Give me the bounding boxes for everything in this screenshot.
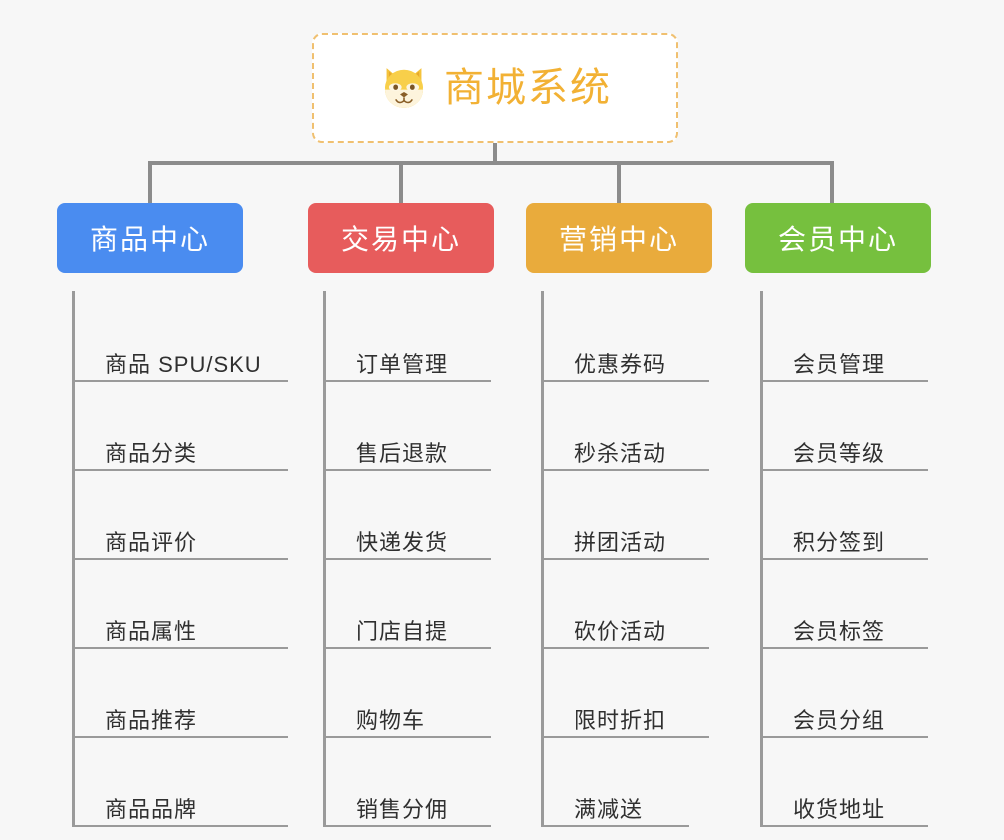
connector-drop-1 — [148, 161, 152, 205]
connector-horizontal-bus — [148, 161, 834, 165]
list-item[interactable]: 售后退款 — [326, 382, 494, 471]
list-item-label: 会员标签 — [793, 618, 886, 644]
list-item-label: 销售分佣 — [356, 796, 449, 822]
branch-column-trade-center: 交易中心 订单管理 售后退款 快递发货 门店自提 — [308, 203, 494, 827]
connector-drop-2 — [399, 161, 403, 205]
shiba-dog-face-icon — [384, 68, 424, 108]
list-item-label: 门店自提 — [356, 618, 449, 644]
branch-item-list: 订单管理 售后退款 快递发货 门店自提 购物车 — [323, 291, 494, 827]
list-item-underline — [544, 469, 709, 471]
list-item[interactable]: 快递发货 — [326, 471, 494, 560]
connector-root-stem — [493, 143, 497, 165]
list-item-label: 购物车 — [356, 707, 426, 733]
list-item-underline — [544, 736, 709, 738]
root-node-shop-system[interactable]: 商城系统 — [312, 33, 678, 143]
list-item[interactable]: 优惠券码 — [544, 293, 712, 382]
list-item[interactable]: 会员标签 — [763, 560, 931, 649]
list-item-underline — [763, 825, 928, 827]
list-item[interactable]: 商品品牌 — [75, 738, 288, 827]
list-item-label: 商品推荐 — [105, 707, 198, 733]
list-item-underline — [763, 469, 928, 471]
list-item-underline — [75, 647, 288, 649]
list-item-label: 商品分类 — [105, 440, 198, 466]
list-item[interactable]: 销售分佣 — [326, 738, 494, 827]
branch-item-list: 商品 SPU/SKU 商品分类 商品评价 商品属性 商品推荐 — [72, 291, 288, 827]
list-item-label: 售后退款 — [356, 440, 449, 466]
list-item[interactable]: 商品推荐 — [75, 649, 288, 738]
list-item[interactable]: 拼团活动 — [544, 471, 712, 560]
list-item-label: 优惠券码 — [574, 351, 667, 377]
list-item[interactable]: 会员分组 — [763, 649, 931, 738]
branch-header-label: 商品中心 — [89, 224, 210, 255]
list-item[interactable]: 会员管理 — [763, 293, 931, 382]
branch-header-member-center[interactable]: 会员中心 — [745, 203, 931, 273]
list-item-label: 满减送 — [574, 796, 644, 822]
list-item-label: 商品属性 — [105, 618, 198, 644]
list-item-underline — [544, 380, 709, 382]
list-item-underline — [75, 558, 288, 560]
branch-column-product-center: 商品中心 商品 SPU/SKU 商品分类 商品评价 商品属性 — [57, 203, 288, 827]
list-item-underline — [75, 469, 288, 471]
list-item[interactable]: 满减送 — [544, 738, 712, 827]
list-item[interactable]: 限时折扣 — [544, 649, 712, 738]
list-item-underline — [326, 469, 491, 471]
list-item[interactable]: 商品分类 — [75, 382, 288, 471]
list-item[interactable]: 购物车 — [326, 649, 494, 738]
connector-drop-3 — [617, 161, 621, 205]
list-item[interactable]: 会员等级 — [763, 382, 931, 471]
list-item-underline — [326, 558, 491, 560]
list-item-underline — [326, 736, 491, 738]
list-item-label: 砍价活动 — [574, 618, 667, 644]
list-item-underline — [763, 647, 928, 649]
list-item-underline — [75, 825, 288, 827]
list-item-label: 订单管理 — [356, 351, 449, 377]
list-item-underline — [544, 825, 689, 827]
branch-item-list: 优惠券码 秒杀活动 拼团活动 砍价活动 限时折扣 — [541, 291, 712, 827]
list-item-label: 商品品牌 — [105, 796, 198, 822]
list-item-label: 积分签到 — [793, 529, 886, 555]
list-item-underline — [544, 558, 709, 560]
list-item-label: 秒杀活动 — [574, 440, 667, 466]
list-item-label: 收货地址 — [793, 796, 886, 822]
list-item[interactable]: 订单管理 — [326, 293, 494, 382]
branch-header-label: 会员中心 — [777, 224, 898, 255]
list-item-underline — [326, 380, 491, 382]
list-item[interactable]: 商品评价 — [75, 471, 288, 560]
list-item-underline — [763, 380, 928, 382]
root-node-title: 商城系统 — [444, 66, 612, 110]
list-item-underline — [763, 736, 928, 738]
list-item[interactable]: 积分签到 — [763, 471, 931, 560]
branch-column-marketing-center: 营销中心 优惠券码 秒杀活动 拼团活动 砍价活动 — [526, 203, 712, 827]
list-item-label: 拼团活动 — [574, 529, 667, 555]
list-item-underline — [326, 825, 491, 827]
list-item-label: 会员管理 — [793, 351, 886, 377]
list-item-label: 限时折扣 — [574, 707, 667, 733]
branch-header-label: 交易中心 — [340, 224, 461, 255]
list-item[interactable]: 秒杀活动 — [544, 382, 712, 471]
list-item[interactable]: 砍价活动 — [544, 560, 712, 649]
list-item[interactable]: 商品 SPU/SKU — [75, 293, 288, 382]
list-item[interactable]: 门店自提 — [326, 560, 494, 649]
list-item-label: 商品评价 — [105, 529, 198, 555]
list-item[interactable]: 商品属性 — [75, 560, 288, 649]
list-item-underline — [75, 736, 288, 738]
list-item-underline — [326, 647, 491, 649]
branch-header-label: 营销中心 — [558, 224, 679, 255]
list-item-underline — [75, 380, 288, 382]
branch-item-list: 会员管理 会员等级 积分签到 会员标签 会员分组 — [760, 291, 931, 827]
list-item-label: 快递发货 — [356, 529, 449, 555]
list-item-label: 会员等级 — [793, 440, 886, 466]
list-item[interactable]: 收货地址 — [763, 738, 931, 827]
branch-column-member-center: 会员中心 会员管理 会员等级 积分签到 会员标签 — [745, 203, 931, 827]
list-item-label: 会员分组 — [793, 707, 886, 733]
list-item-label: 商品 SPU/SKU — [105, 351, 262, 377]
branch-header-product-center[interactable]: 商品中心 — [57, 203, 243, 273]
branch-header-marketing-center[interactable]: 营销中心 — [526, 203, 712, 273]
list-item-underline — [544, 647, 709, 649]
branch-header-trade-center[interactable]: 交易中心 — [308, 203, 494, 273]
list-item-underline — [763, 558, 928, 560]
connector-drop-4 — [830, 161, 834, 205]
